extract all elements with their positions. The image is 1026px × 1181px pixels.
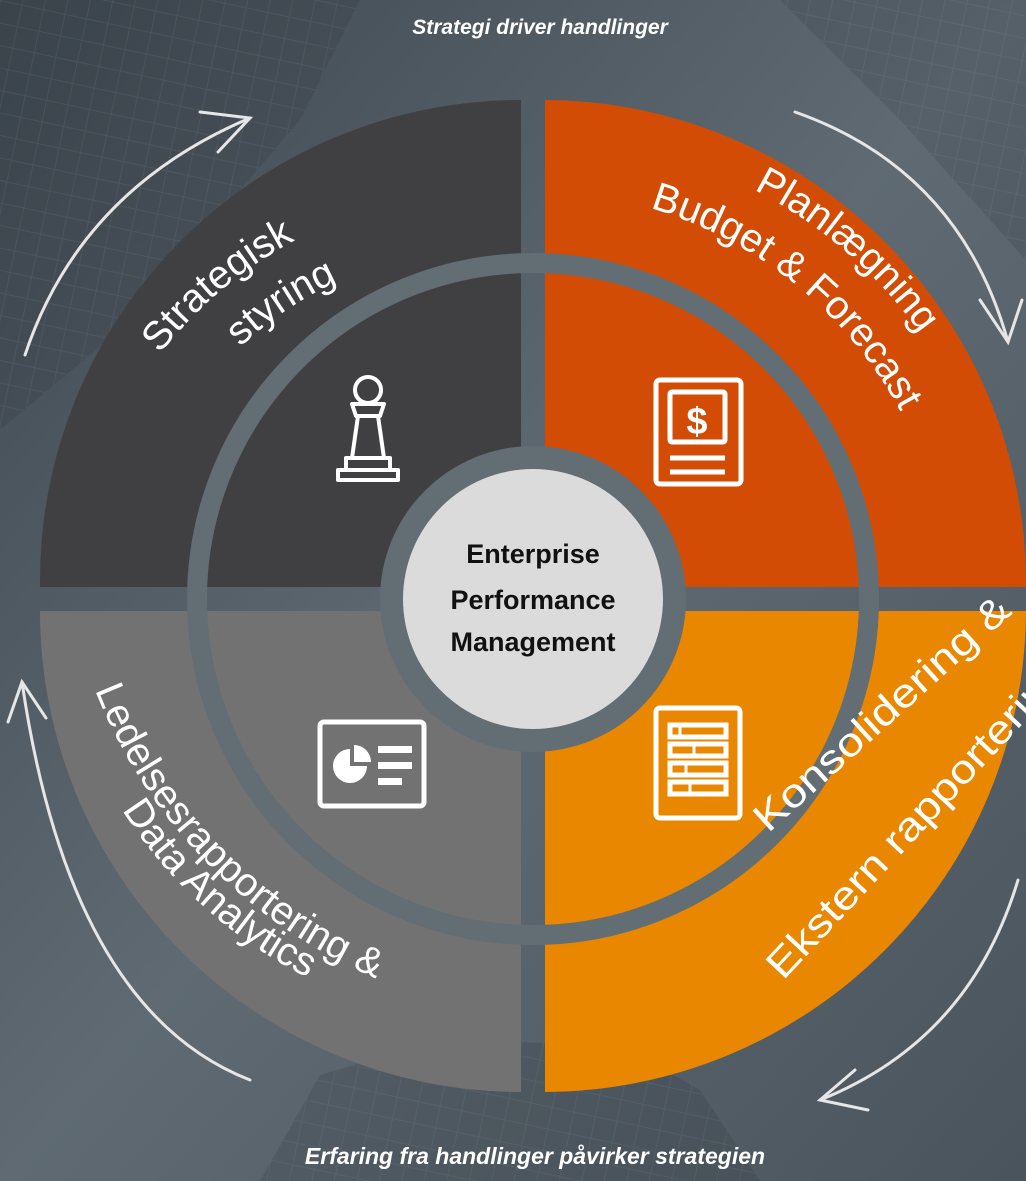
center-circle[interactable] — [403, 469, 663, 729]
top-caption: Strategi driver handlinger — [412, 16, 669, 39]
segment-planlaegning[interactable] — [545, 100, 1026, 587]
report-list-icon — [653, 705, 743, 821]
building-texture-top-right — [780, 0, 1026, 260]
cycle-arrow-bottom-right — [816, 878, 1020, 1112]
segment-konsolidering[interactable] — [545, 611, 1026, 1092]
segment-ledelsesrapportering[interactable] — [40, 611, 521, 1092]
ring-gap — [187, 253, 879, 945]
cycle-arrow-bottom-left — [6, 678, 252, 1082]
chess-pawn-icon — [336, 375, 400, 482]
cycle-arrow-top-right — [793, 110, 1024, 346]
center-label-line2: Performance — [450, 585, 615, 615]
center-label-line1: Enterprise — [466, 539, 600, 569]
building-texture-top-left — [0, 0, 360, 430]
svg-text:$: $ — [686, 401, 707, 443]
center-label-line3: Management — [450, 627, 615, 657]
bottom-caption: Erfaring fra handlinger påvirker strateg… — [305, 1143, 765, 1169]
dollar-document-icon: $ — [653, 377, 744, 487]
segment-strategisk-styring[interactable] — [39, 99, 521, 588]
pie-chart-report-icon — [317, 719, 427, 809]
cycle-arrow-top-left — [23, 110, 254, 357]
